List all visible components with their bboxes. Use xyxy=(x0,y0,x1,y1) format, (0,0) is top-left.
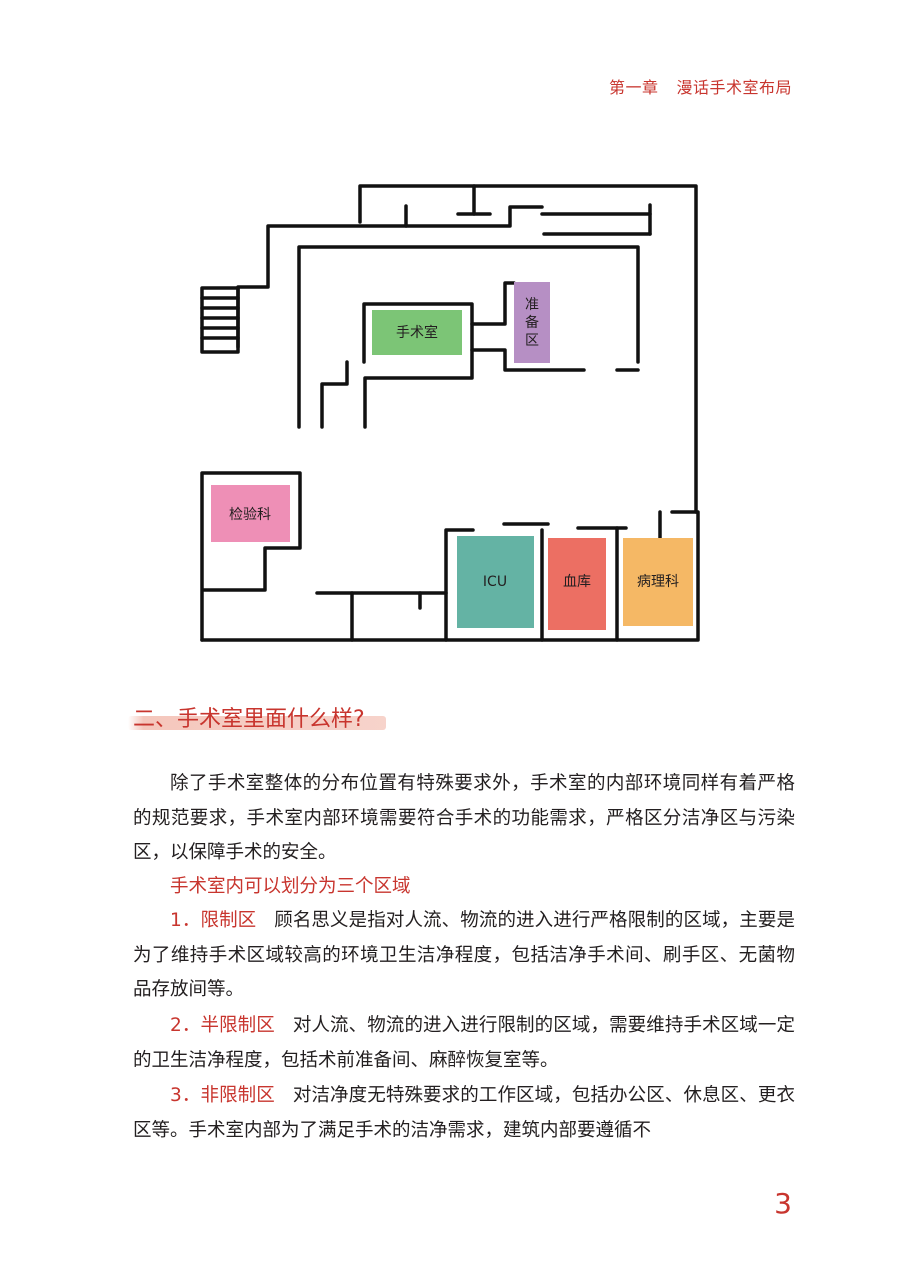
floorplan-walls xyxy=(200,184,700,642)
prep-area-label-3: 区 xyxy=(525,333,539,349)
pathology-block xyxy=(623,538,693,626)
zone-text-unrestricted: 对洁净度无特殊要求的工作区域，包括办公区、休息区、更衣区等。手术室内部为了满足手… xyxy=(133,1085,795,1141)
operating-room-block xyxy=(372,310,462,355)
heading-highlight xyxy=(128,716,386,730)
intro-paragraph: 除了手术室整体的分布位置有特殊要求外，手术室的内部环境同样有着严格的规范要求，手… xyxy=(133,773,795,863)
chapter-label: 第一章 xyxy=(608,78,659,97)
prep-area-label-2: 备 xyxy=(525,314,539,331)
zone-item-semi-restricted: 2．半限制区 对人流、物流的进入进行限制的区域，需要维持手术区域一定的卫生洁净程… xyxy=(133,1009,795,1078)
icu-block xyxy=(457,536,534,628)
operating-room-label: 手术室 xyxy=(396,324,438,341)
zone-term-semi-restricted: 2．半限制区 xyxy=(170,1015,275,1036)
chapter-title: 漫话手术室布局 xyxy=(676,78,792,97)
lab-block xyxy=(211,485,290,542)
blood-bank-block xyxy=(548,538,606,630)
zone-term-restricted: 1．限制区 xyxy=(170,910,257,931)
lab-label: 检验科 xyxy=(229,507,271,523)
section-heading: 二、手术室里面什么样? xyxy=(133,707,365,732)
zone-text-semi-restricted: 对人流、物流的进入进行限制的区域，需要维持手术区域一定的卫生洁净程度，包括术前准… xyxy=(133,1015,795,1071)
zone-text-restricted: 顾名思义是指对人流、物流的进入进行严格限制的区域，主要是为了维持手术区域较高的环… xyxy=(133,910,795,1000)
zone-item-unrestricted: 3．非限制区 对洁净度无特殊要求的工作区域，包括办公区、休息区、更衣区等。手术室… xyxy=(133,1079,795,1148)
pathology-label: 病理科 xyxy=(637,574,679,590)
floorplan-rooms: 手术室 准 备 区 检验科 ICU 血库 病理科 xyxy=(211,282,693,630)
subheading: 手术室内可以划分为三个区域 xyxy=(170,876,411,897)
floorplan-illustration: 手术室 准 备 区 检验科 ICU 血库 病理科 xyxy=(200,184,700,642)
zone-item-restricted: 1．限制区 顾名思义是指对人流、物流的进入进行严格限制的区域，主要是为了维持手术… xyxy=(133,904,795,1008)
running-header: 第一章漫话手术室布局 xyxy=(609,74,792,98)
blood-bank-label: 血库 xyxy=(563,574,591,590)
icu-label: ICU xyxy=(483,574,507,590)
prep-area-block xyxy=(514,282,550,363)
page-number: 3 xyxy=(774,1187,792,1220)
zone-term-unrestricted: 3．非限制区 xyxy=(170,1085,275,1106)
prep-area-label-1: 准 xyxy=(525,297,539,313)
